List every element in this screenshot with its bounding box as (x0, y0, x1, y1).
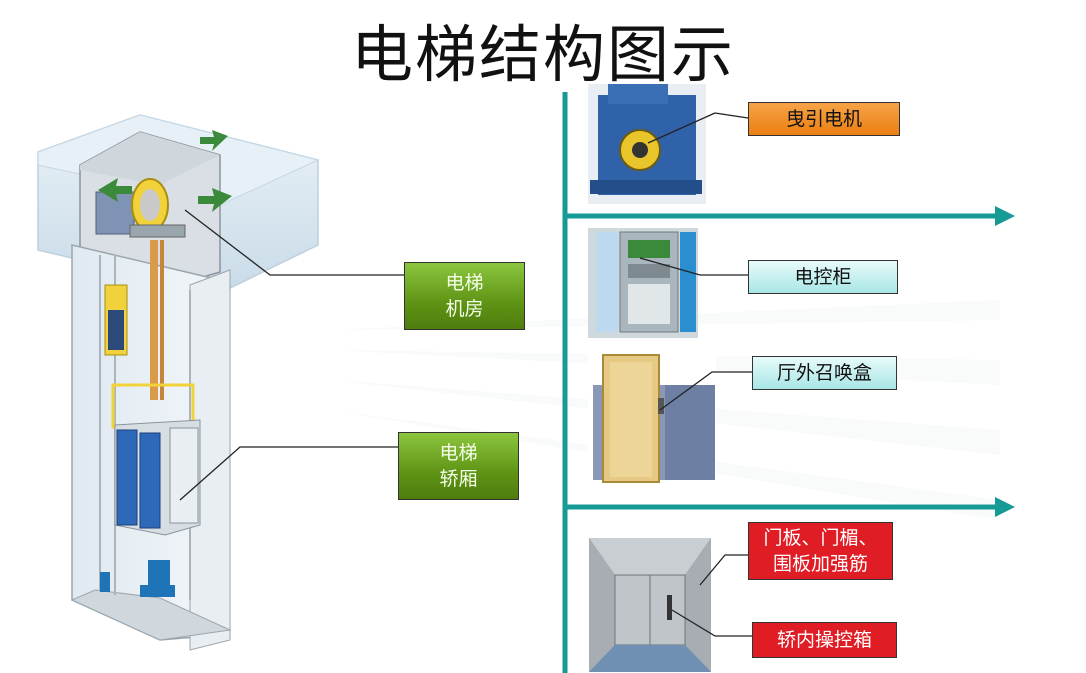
leader-line-car-operating-panel (671, 609, 752, 637)
elevator-shaft (70, 240, 232, 651)
page-title: 电梯结构图示 (350, 18, 735, 91)
label-car-operating-panel: 轿内操控箱 (752, 622, 897, 658)
traction-motor-photo (588, 84, 706, 204)
leader-line-hall-call-box (659, 371, 752, 411)
label-door-panel-line1: 门板、门楣、 (763, 527, 878, 549)
leader-line-traction-motor (647, 112, 716, 144)
label-door-panel: 门板、门楣、 围板加强筋 (748, 522, 893, 580)
label-car: 电梯 轿厢 (398, 432, 519, 500)
label-control-cabinet: 电控柜 (748, 260, 898, 294)
leader-line-machine-room (184, 209, 405, 276)
label-hall-call-box: 厅外召唤盒 (752, 356, 897, 390)
leader-line-control-cabinet (639, 257, 748, 276)
label-machine-room: 电梯 机房 (404, 262, 525, 330)
control-cabinet-photo (588, 228, 698, 338)
flow-trunk (562, 92, 1015, 673)
machine-room-structure (37, 114, 320, 294)
hall-door-photo (588, 352, 716, 483)
car-interior-photo (589, 538, 711, 672)
label-machine-room-line1: 电梯 (445, 272, 484, 294)
label-traction-motor: 曳引电机 (748, 102, 900, 136)
label-car-line2: 轿厢 (439, 468, 478, 490)
leader-line-car (179, 446, 398, 501)
leader-line-door-panel (699, 554, 748, 586)
label-door-panel-line2: 围板加强筋 (772, 553, 868, 575)
label-car-line1: 电梯 (439, 442, 478, 464)
label-machine-room-line2: 机房 (445, 298, 484, 320)
